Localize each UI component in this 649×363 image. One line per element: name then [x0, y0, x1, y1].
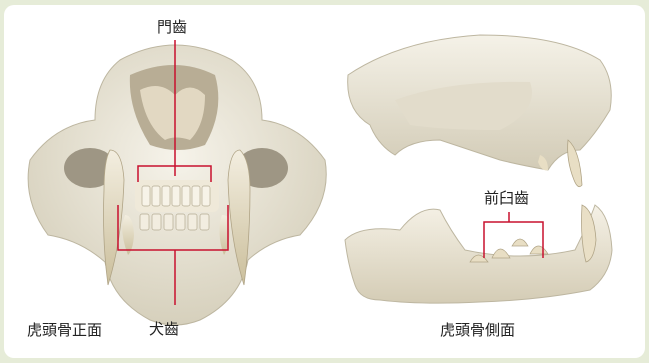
- canine-label: 犬齒: [149, 322, 179, 337]
- side-view-caption: 虎頭骨側面: [440, 323, 515, 338]
- front-view-caption: 虎頭骨正面: [27, 323, 102, 338]
- premolar-label: 前臼齒: [484, 191, 529, 206]
- incisor-label: 門齒: [157, 20, 187, 35]
